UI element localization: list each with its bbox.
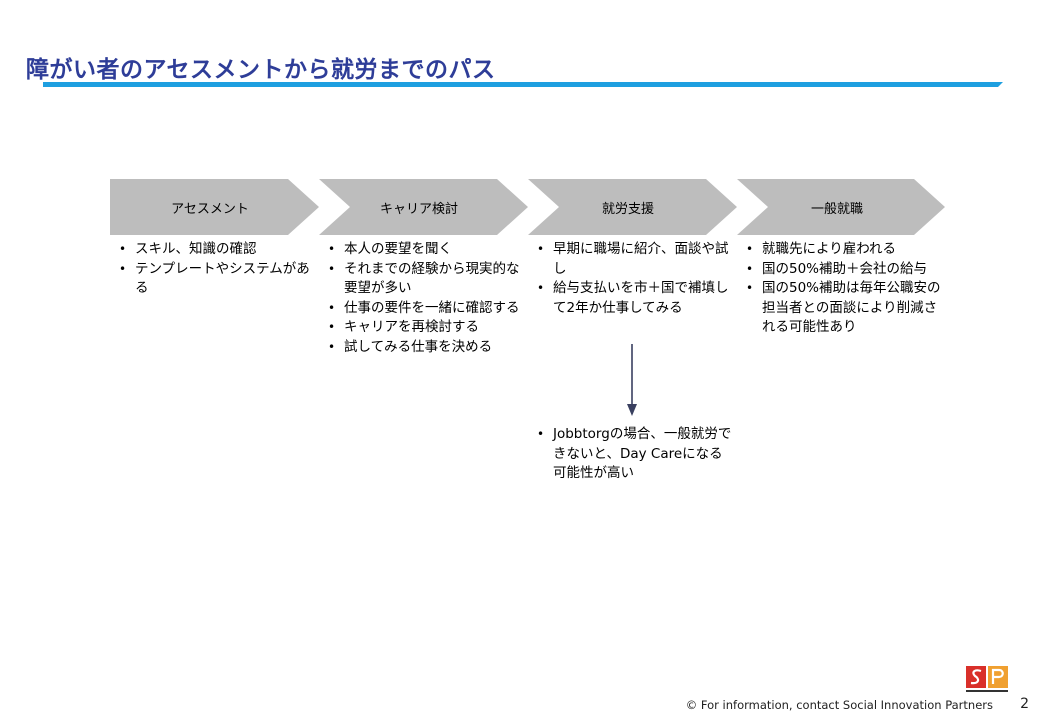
list-item: Jobbtorgの場合、一般就労できないと、Day Careになる可能性が高い <box>536 425 732 484</box>
title-underline <box>43 82 1003 87</box>
list-item: 就職先により雇われる <box>745 240 943 260</box>
page-number: 2 <box>1020 696 1029 712</box>
down-arrow-icon <box>624 344 640 416</box>
chevron-step-1 <box>110 179 319 235</box>
process-chevrons <box>110 179 945 235</box>
step-3-bullets: 早期に職場に紹介、面談や試し 給与支払いを市＋国で補填して2年か仕事してみる <box>536 240 734 318</box>
chevron-step-4 <box>737 179 945 235</box>
list-item: 本人の要望を聞く <box>327 240 523 260</box>
chevron-step-3 <box>528 179 737 235</box>
footer-copyright: © For information, contact Social Innova… <box>685 698 993 712</box>
slide-title: 障がい者のアセスメントから就労までのパス <box>26 57 496 83</box>
list-item: 国の50%補助＋会社の給与 <box>745 260 943 280</box>
step-4-bullets: 就職先により雇われる 国の50%補助＋会社の給与 国の50%補助は毎年公職安の担… <box>745 240 943 338</box>
step-label-employment: 一般就職 <box>810 201 863 217</box>
list-item: 仕事の要件を一緒に確認する <box>327 299 523 319</box>
list-item: それまでの経験から現実的な要望が多い <box>327 260 523 299</box>
step-label-support: 就労支援 <box>601 201 654 217</box>
list-item: 給与支払いを市＋国で補填して2年か仕事してみる <box>536 279 734 318</box>
step-1-bullets: スキル、知識の確認 テンプレートやシステムがある <box>118 240 318 299</box>
step-3-note-bullets: Jobbtorgの場合、一般就労できないと、Day Careになる可能性が高い <box>536 425 732 484</box>
list-item: 国の50%補助は毎年公職安の担当者との面談により削減される可能性あり <box>745 279 943 338</box>
sip-logo-icon <box>966 666 1010 694</box>
list-item: スキル、知識の確認 <box>118 240 318 260</box>
list-item: テンプレートやシステムがある <box>118 260 318 299</box>
list-item: 試してみる仕事を決める <box>327 338 523 358</box>
list-item: キャリアを再検討する <box>327 318 523 338</box>
chevron-step-2 <box>319 179 528 235</box>
step-label-career: キャリア検討 <box>379 201 458 217</box>
step-2-bullets: 本人の要望を聞く それまでの経験から現実的な要望が多い 仕事の要件を一緒に確認す… <box>327 240 523 357</box>
step-label-assessment: アセスメント <box>171 201 249 217</box>
list-item: 早期に職場に紹介、面談や試し <box>536 240 734 279</box>
